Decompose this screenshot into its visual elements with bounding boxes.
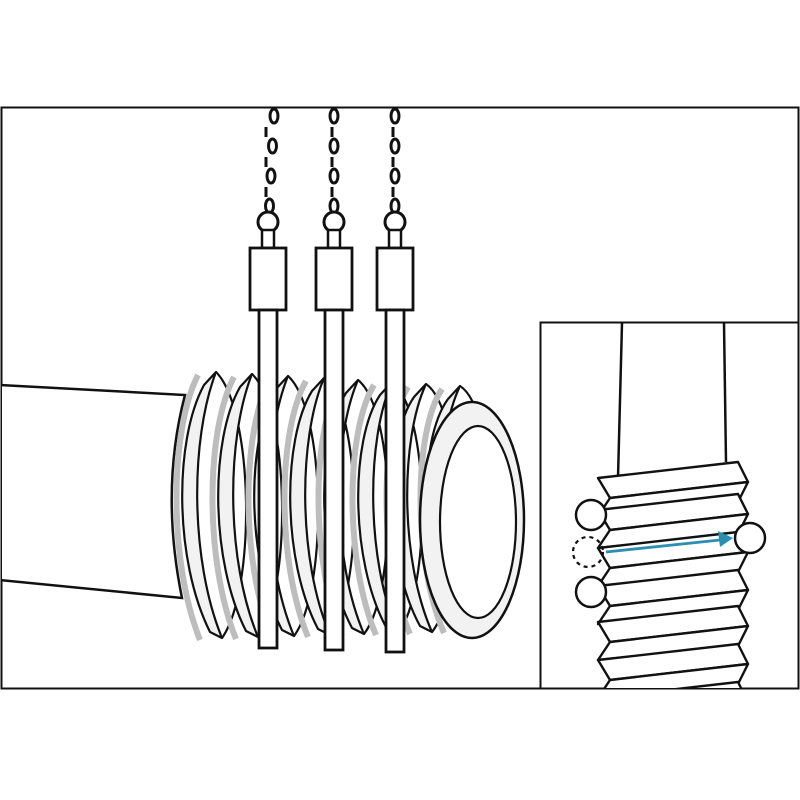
inset-wire-left-bottom (574, 575, 608, 609)
inset-thread-tooth (674, 680, 743, 688)
bolt-end-face (418, 400, 526, 640)
inset-thread-tooth (596, 604, 750, 662)
wire-holder (375, 246, 415, 312)
measuring-wire-1 (248, 108, 288, 650)
suspension-chain (389, 108, 401, 215)
measuring-wire-3 (375, 108, 415, 654)
thread-crests (173, 370, 492, 642)
inset-wire-ghost-position (571, 535, 605, 569)
measuring-wires (248, 108, 415, 654)
inset-wire-left-top (574, 498, 608, 532)
main-scene (2, 108, 526, 654)
wire-rod (323, 308, 345, 652)
measuring-wire-2 (314, 108, 354, 652)
bolt-shank (2, 383, 187, 600)
suspension-chain (328, 108, 340, 215)
wire-holder (248, 246, 288, 312)
inset-detail (571, 323, 767, 688)
wire-rod (257, 308, 279, 650)
measurement-arrow (605, 531, 733, 554)
wire-rod (384, 308, 406, 654)
inset-wire-right (733, 521, 767, 555)
inset-thread-profile (596, 460, 750, 688)
wire-holder (314, 246, 354, 312)
